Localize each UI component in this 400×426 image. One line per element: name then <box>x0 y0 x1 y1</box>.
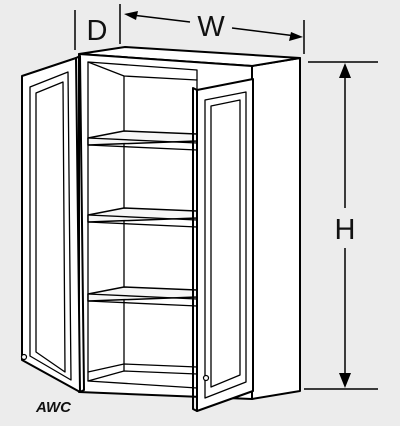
height-dimension: H <box>304 61 378 390</box>
left-door <box>20 55 85 393</box>
right-door <box>192 78 254 412</box>
height-label: H <box>335 214 356 246</box>
right-door-knob-icon <box>202 374 210 382</box>
height-arrow-up-icon <box>339 63 351 78</box>
width-label: W <box>197 11 225 43</box>
left-door-panel <box>35 81 66 373</box>
shelf-bottom <box>87 286 198 307</box>
height-arrow-down-icon <box>339 373 351 388</box>
cabinet-floor-edge <box>87 363 198 373</box>
model-code: AWC <box>35 399 72 416</box>
cabinet-interior-top <box>87 61 198 81</box>
shelf-top <box>87 130 198 151</box>
shelf-middle <box>87 207 198 228</box>
shelves <box>87 130 198 307</box>
depth-dimension: D <box>74 4 121 50</box>
width-dimension: W <box>124 11 305 54</box>
cabinet-right-side <box>251 57 301 400</box>
width-arrow-left-icon <box>124 11 138 20</box>
right-door-frame <box>204 91 247 399</box>
left-door-hinge-icon <box>20 353 28 361</box>
depth-label: D <box>87 15 108 47</box>
right-door-panel <box>210 99 241 388</box>
left-door-frame <box>29 71 72 381</box>
width-arrow-right-icon <box>289 32 303 41</box>
cabinet-interior-bottom <box>87 370 198 382</box>
